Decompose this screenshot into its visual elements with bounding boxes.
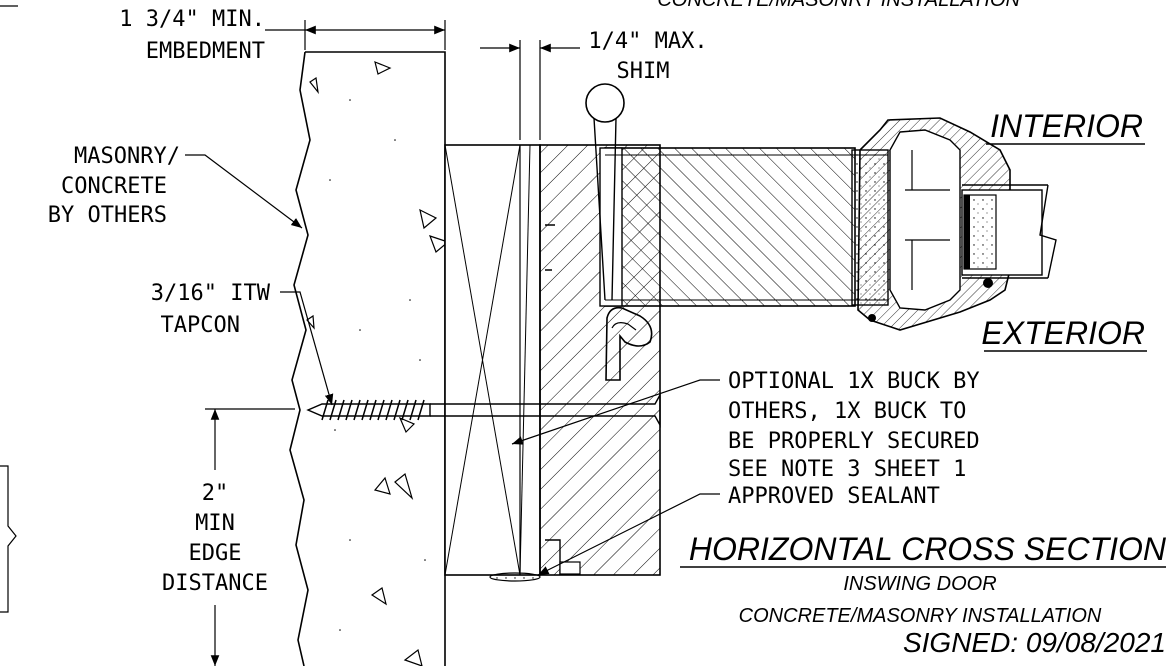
dimension-edge-distance xyxy=(205,408,295,666)
shim-label-line1: 1/4" MAX. xyxy=(588,29,707,54)
buck-note-line3: BE PROPERLY SECURED xyxy=(728,429,980,454)
leader-lines xyxy=(185,154,720,576)
weatherstrip xyxy=(585,83,653,381)
masonry-label-line1: MASONRY/ xyxy=(74,144,180,169)
shim-label-line2: SHIM xyxy=(617,59,670,84)
exterior-label: EXTERIOR xyxy=(981,315,1145,351)
tapcon-label-line1: 3/16" ITW xyxy=(151,281,271,306)
door-profile xyxy=(857,117,1057,331)
aggregate-marks xyxy=(306,61,450,666)
shim xyxy=(444,144,541,576)
masonry-label-line2: CONCRETE xyxy=(61,174,167,199)
dimension-shim xyxy=(480,40,580,140)
edge-label-line3: EDGE xyxy=(189,541,242,566)
interior-label: INTERIOR xyxy=(990,108,1143,144)
top-partial-label: CONCRETE/MASONRY INSTALLATION xyxy=(657,0,1020,11)
edge-label-line2: MIN xyxy=(195,511,235,536)
embedment-label-line2: EMBEDMENT xyxy=(146,39,265,64)
sealant-label: APPROVED SEALANT xyxy=(728,484,940,509)
sealant-bead xyxy=(489,572,541,582)
masonry-label-line3: BY OTHERS xyxy=(48,203,167,228)
masonry-block xyxy=(289,51,450,666)
signed-date: SIGNED: 09/08/2021 xyxy=(903,627,1166,658)
buck-note-line4: SEE NOTE 3 SHEET 1 xyxy=(728,457,966,482)
dimension-embedment xyxy=(265,20,446,50)
section-subtitle: INSWING DOOR xyxy=(843,573,996,595)
embedment-label-line1: 1 3/4" MIN. xyxy=(119,7,265,32)
edge-fragment xyxy=(0,5,18,613)
buck-note-line2: OTHERS, 1X BUCK TO xyxy=(728,399,966,424)
tapcon-label-line2: TAPCON xyxy=(161,313,240,338)
edge-label-line1: 2" xyxy=(202,481,229,506)
section-title: HORIZONTAL CROSS SECTION xyxy=(689,531,1167,567)
edge-label-line4: DISTANCE xyxy=(162,571,268,596)
tapcon-screw xyxy=(306,392,661,428)
buck-note-line1: OPTIONAL 1X BUCK BY xyxy=(728,369,980,394)
door-jamb xyxy=(599,147,889,307)
section-install: CONCRETE/MASONRY INSTALLATION xyxy=(739,605,1102,627)
